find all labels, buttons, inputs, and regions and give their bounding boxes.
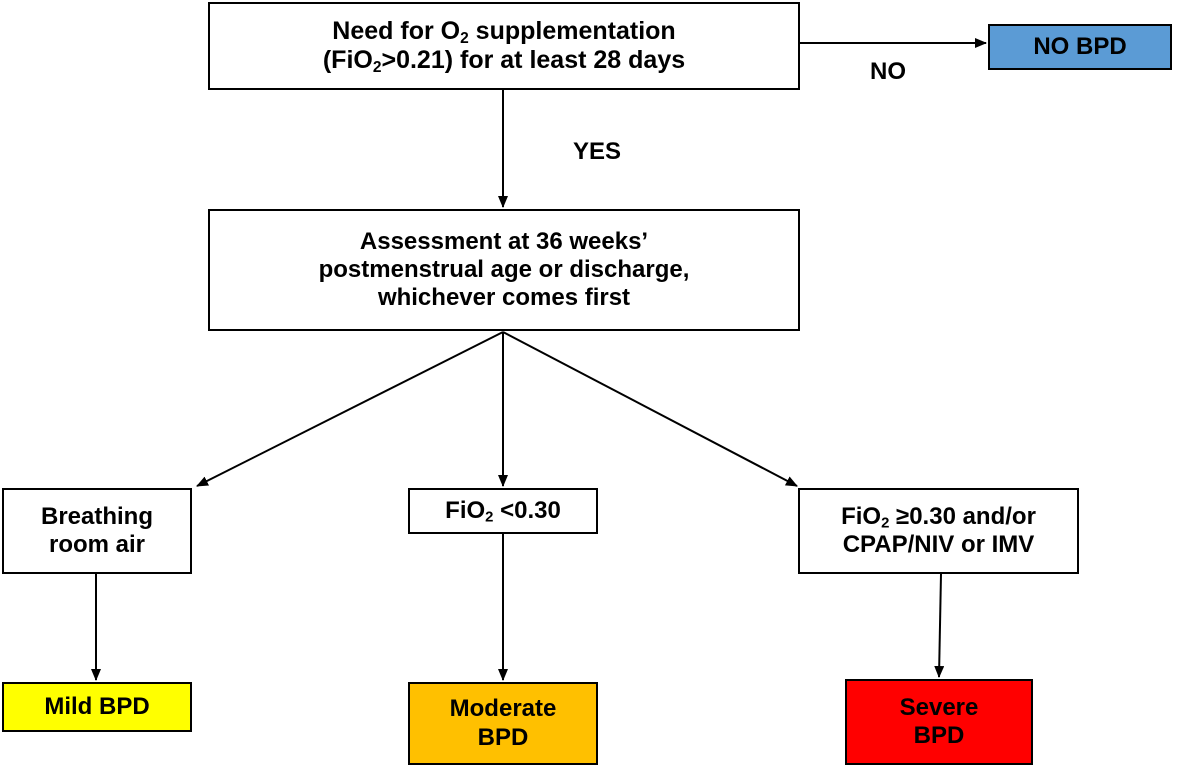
room-air-line1: Breathing — [40, 502, 153, 530]
no-label: NO — [870, 58, 906, 85]
arrow-assessment-to-room-air — [196, 331, 504, 487]
severe-bpd-box: Severe BPD — [845, 679, 1033, 765]
severe-bpd-line2: BPD — [913, 722, 965, 749]
assessment-line2: postmenstrual age or discharge, — [318, 255, 690, 283]
breathing-room-air-box: Breathing room air — [2, 488, 192, 574]
moderate-bpd-line1: Moderate — [449, 695, 557, 723]
fio2-high-box: FiO2 ≥0.30 and/or CPAP/NIV or IMV — [798, 488, 1079, 574]
arrow-fio2-high-to-severe — [934, 573, 945, 678]
fio2-high-line1: FiO2 ≥0.30 and/or — [841, 502, 1036, 532]
o2-supplementation-line2: (FiO2>0.21) for at least 28 days — [322, 46, 686, 76]
yes-label: YES — [573, 138, 622, 165]
mild-bpd-text: Mild BPD — [44, 692, 150, 720]
arrow-assessment-to-fio2-high — [502, 331, 798, 487]
assessment-line3: whichever comes first — [377, 284, 631, 312]
mild-bpd-box: Mild BPD — [2, 682, 192, 732]
o2-supplementation-line1: Need for O2 supplementation — [332, 16, 676, 47]
assessment-line1: Assessment at 36 weeks’ — [359, 227, 649, 255]
moderate-bpd-line2: BPD — [477, 723, 529, 751]
no-bpd-text: NO BPD — [1033, 32, 1127, 60]
o2-supplementation-box: Need for O2 supplementation (FiO2>0.21) … — [208, 2, 800, 90]
assessment-box: Assessment at 36 weeks’ postmenstrual ag… — [208, 209, 800, 331]
room-air-line2: room air — [48, 531, 146, 558]
fio2-low-text: FiO2 <0.30 — [445, 496, 561, 526]
moderate-bpd-box: Moderate BPD — [408, 682, 598, 765]
fio2-low-box: FiO2 <0.30 — [408, 488, 598, 534]
fio2-high-line2: CPAP/NIV or IMV — [842, 531, 1035, 558]
severe-bpd-line1: Severe — [899, 693, 979, 721]
no-bpd-box: NO BPD — [988, 24, 1172, 70]
